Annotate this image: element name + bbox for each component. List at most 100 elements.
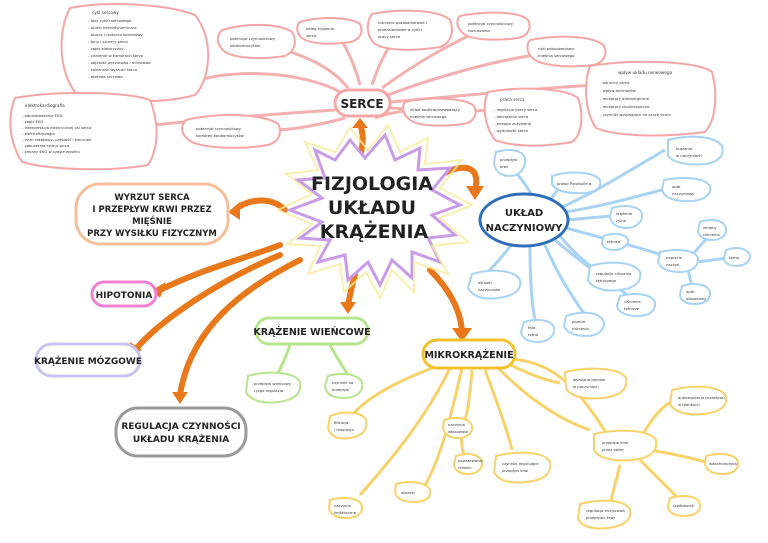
svg-text:przedsionkowe w cyklu: przedsionkowe w cyklu <box>378 27 422 32</box>
note-nacz-tetnice: tętnice <box>600 232 630 252</box>
svg-text:wymiana płynów: wymiana płynów <box>573 377 605 382</box>
svg-text:wazomotoryka: wazomotoryka <box>709 461 737 466</box>
connector-nacz-3 <box>559 148 666 210</box>
svg-text:wpływ układu nerwowego: wpływ układu nerwowego <box>618 70 673 75</box>
note-mikro-czynniki: czynniki regulujące przepływ krwi <box>492 451 552 484</box>
central-node: FIZJOLOGIA UKŁADU KRĄŻENIA <box>275 123 475 301</box>
svg-text:PRZY WYSIŁKU FIZYCZNYM: PRZY WYSIŁKU FIZYCZNYM <box>87 229 217 239</box>
connector-mikro-4 <box>463 369 474 421</box>
node-hipotonia: HIPOTONIA <box>90 280 158 308</box>
svg-text:serca: serca <box>306 33 316 38</box>
note-mikro-limfa: powstawanie chłonki <box>452 453 484 476</box>
svg-text:krążenie: krążenie <box>676 146 693 151</box>
svg-text:ciśnienia: ciśnienia <box>703 232 720 237</box>
svg-text:elektrokardiografia: elektrokardiografia <box>25 103 65 108</box>
svg-text:MIKROKRĄŻENIE: MIKROKRĄŻENIE <box>424 350 513 361</box>
note-nacz-krazenie: krążenie w naczyniach <box>667 135 724 166</box>
connector-mikro-11 <box>638 458 682 502</box>
svg-text:I PRZEPŁYW KRWI PRZEZ: I PRZEPŁYW KRWI PRZEZ <box>92 205 211 215</box>
arrowhead-hipotonia <box>152 282 166 298</box>
svg-text:przepływ: przepływ <box>332 387 349 392</box>
arrow-to-hipotonia <box>157 242 283 293</box>
svg-text:ciśnienia: ciśnienia <box>572 326 589 331</box>
svg-text:potencjał czynnościowy: potencjał czynnościowy <box>230 36 276 41</box>
svg-text:regulacja ciśnienia: regulacja ciśnienia <box>596 271 631 276</box>
connector-mikro-12 <box>608 464 622 506</box>
node-regulacja: REGULACJA CZYNNOŚCI UKŁADU KRĄŻENIA <box>114 406 248 458</box>
note-mikro-obrzeki: obrzęki <box>393 481 432 504</box>
svg-text:i jego regulacja: i jego regulacja <box>254 388 283 393</box>
svg-text:- receptory cholinergiczne: - receptory cholinergiczne <box>600 104 650 109</box>
svg-text:przepływ: przepływ <box>500 157 517 162</box>
svg-text:i resorpcja: i resorpcja <box>334 427 354 432</box>
arrowhead-mikro <box>452 328 472 342</box>
central-star-glow <box>275 123 475 301</box>
arrowhead-regulacja <box>172 392 188 404</box>
svg-text:układ bodźcoprzewodzący: układ bodźcoprzewodzący <box>410 107 461 112</box>
note-ukl-przewodzacy: układ bodźcoprzewodzący mięśnia sercoweg… <box>402 97 477 127</box>
note-mikro-naczynia: naczynia włosowate <box>441 417 474 440</box>
note-cykl-sercowy: cykl sercowy - fazy cyklu sercowego - sk… <box>60 3 210 103</box>
svg-text:- rezerwa sercowa: - rezerwa sercowa <box>88 74 123 79</box>
svg-text:rozrusznika: rozrusznika <box>468 28 490 33</box>
arrow-to-mikro <box>427 267 465 333</box>
svg-text:krążenie: krążenie <box>616 211 633 216</box>
svg-text:pracy serca: pracy serca <box>378 34 400 39</box>
arrowhead-naczyniowy <box>466 186 484 200</box>
svg-text:przez skórę: przez skórę <box>602 447 624 452</box>
svg-text:krwi: krwi <box>500 164 508 169</box>
note-potencjal-kom: potencjał czynnościowy kardiomiocytów <box>216 23 296 60</box>
note-mikro-filtracja: filtracja i resorpcja <box>326 411 368 440</box>
node-mikrokrazenie: MIKROKRĄŻENIE <box>421 338 517 370</box>
svg-text:NACZYNIOWY: NACZYNIOWY <box>486 223 564 234</box>
note-mikro-przeplyw: przepływ krwi przez skórę <box>593 429 658 462</box>
svg-text:naczynia: naczynia <box>334 503 351 508</box>
svg-text:tętno: tętno <box>729 255 740 260</box>
svg-text:śródbłonek: śródbłonek <box>673 503 695 508</box>
connector-mikro-5 <box>483 369 514 451</box>
node-krazenie-wiencowe: KRĄŻENIE WIEŃCOWE <box>253 316 371 346</box>
node-wyrzut-serca: WYRZUT SERCA I PRZEPŁYW KRWI PRZEZ MIĘŚN… <box>74 182 230 246</box>
svg-text:- energia zużywana: - energia zużywana <box>494 121 531 126</box>
svg-text:HIPOTONIA: HIPOTONIA <box>96 291 153 301</box>
svg-text:naczynia: naczynia <box>448 422 465 427</box>
note-nacz-pomiar: pomiar ciśnienia <box>562 311 606 338</box>
arrowhead-wiencowe <box>340 302 356 314</box>
note-nacz-zyly: krążenie żylne <box>608 205 644 230</box>
svg-text:opór: opór <box>672 184 681 189</box>
svg-text:- zaburzenia rytmu serca: - zaburzenia rytmu serca <box>22 143 69 148</box>
svg-text:naczyń: naczyń <box>666 262 680 267</box>
note-mikro-wymiana: wymiana płynów w naczyniach <box>563 367 628 400</box>
svg-text:regulacja miejscowa: regulacja miejscowa <box>586 508 625 513</box>
svg-text:tętna: tętna <box>528 332 538 337</box>
svg-text:tętnice: tętnice <box>607 239 621 244</box>
svg-text:kardiomiocytów: kardiomiocytów <box>230 43 260 48</box>
note-nacz-osrodki: ośrodki naczyniowe <box>466 269 522 300</box>
note-potencjal-komorek: potencjał czynnościowy komórek kardiomio… <box>181 114 281 149</box>
svg-text:opór: opór <box>686 289 695 294</box>
svg-text:- czynniki wpływające na pracę: - czynniki wpływające na pracę serca <box>600 112 671 117</box>
svg-text:napięcie: napięcie <box>666 255 683 260</box>
svg-text:potencjał czynnościowy: potencjał czynnościowy <box>468 21 514 26</box>
svg-text:w tkankach: w tkankach <box>678 402 700 407</box>
svg-text:tętnicze: tętnicze <box>624 306 640 311</box>
svg-text:KRĄŻENIE MÓZGOWE: KRĄŻENIE MÓZGOWE <box>34 355 142 367</box>
note-mikro-wazomotoryka: wazomotoryka <box>703 453 740 476</box>
note-nacz-napiecie: napięcie naczyń <box>656 249 700 274</box>
connector-mikro-6 <box>496 366 591 432</box>
central-line-2: UKŁADU <box>328 197 416 219</box>
arrow-to-wyrzut <box>232 197 288 213</box>
svg-text:REGULACJA CZYNNOŚCI: REGULACJA CZYNNOŚCI <box>121 420 240 432</box>
connector-mikro-3 <box>423 367 464 486</box>
svg-text:cykl pobudzeniowy: cykl pobudzeniowy <box>538 46 575 51</box>
connector-serce-komorki <box>274 116 346 132</box>
svg-text:włosowate: włosowate <box>448 429 469 434</box>
svg-text:mięśnia sercowego: mięśnia sercowego <box>410 114 447 119</box>
note-wien-b: czynniki na przepływ <box>323 373 364 400</box>
svg-text:powstawanie: powstawanie <box>458 458 484 463</box>
svg-text:praca serca: praca serca <box>500 97 525 102</box>
svg-text:komórek kardiomiocytów: komórek kardiomiocytów <box>196 133 244 138</box>
note-nacz-tetno: tętno <box>722 247 752 268</box>
svg-text:tętniczego: tętniczego <box>596 278 617 283</box>
